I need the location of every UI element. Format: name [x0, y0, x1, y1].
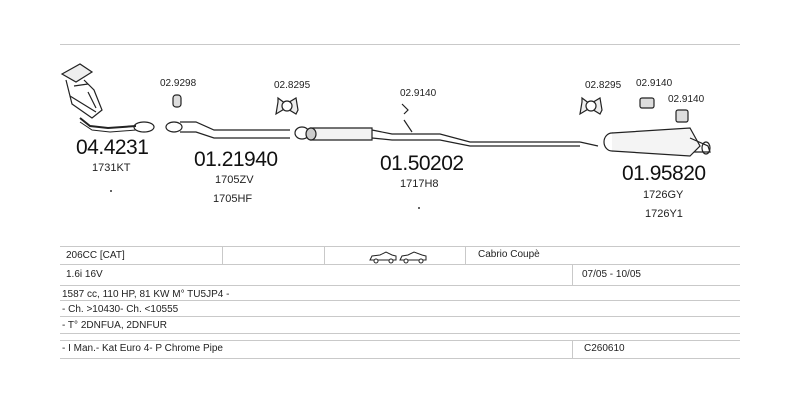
front-pipe	[165, 121, 290, 139]
part-number-catalyst[interactable]: 04.4231	[76, 136, 149, 159]
hanger-small	[401, 103, 409, 115]
years-cell: 07/05 - 10/05	[582, 269, 641, 280]
fitting-ref-3[interactable]: 02.9140	[400, 88, 437, 99]
fitting-ref-5[interactable]: 02.9140	[636, 78, 673, 89]
chassis-cell: - Ch. >10430- Ch. <10555	[62, 304, 179, 315]
exhaust-diagram: 02.9298 02.8295 02.9140 02.8295 02.9140 …	[60, 44, 740, 220]
rear-hanger-b	[675, 109, 689, 123]
type-codes-cell: - T° 2DNFUA, 2DNFUR	[62, 320, 167, 331]
marker-dot	[418, 207, 420, 209]
engine-cell: 1.6i 16V	[66, 269, 103, 280]
model-cell: 206CC [CAT]	[66, 250, 125, 261]
fitting-ref-2[interactable]: 02.8295	[274, 80, 311, 91]
part-number-middle-silencer[interactable]: 01.50202	[380, 152, 464, 175]
clamp-fitting	[172, 94, 182, 108]
hanger-rubber	[275, 96, 299, 116]
rear-hanger-a	[639, 97, 655, 109]
catalytic-converter	[60, 63, 155, 133]
car-silhouette-icon	[369, 251, 427, 264]
top-divider	[60, 44, 740, 45]
body-type-cell: Cabrio Coupè	[478, 249, 540, 260]
kit-code-cell[interactable]: C260610	[584, 343, 625, 354]
fitting-ref-4[interactable]: 02.8295	[585, 80, 622, 91]
table-divider	[60, 246, 740, 247]
part-code-front-pipe-1: 1705ZV	[215, 174, 254, 186]
note-cell: - I Man.- Kat Euro 4- P Chrome Pipe	[62, 343, 223, 354]
column-divider	[572, 264, 573, 286]
column-divider	[572, 340, 573, 358]
rear-hanger-round	[579, 96, 603, 116]
part-code-rear-silencer-2: 1726Y1	[645, 208, 683, 220]
exhaust-drawing	[60, 63, 711, 157]
column-divider	[465, 246, 466, 265]
middle-silencer	[294, 119, 580, 147]
column-divider	[324, 246, 325, 265]
part-code-catalyst: 1731KT	[92, 162, 131, 174]
spec-cell: 1587 cc, 110 HP, 81 KW M° TU5JP4 -	[62, 289, 230, 300]
marker-dot	[110, 190, 112, 192]
table-divider	[60, 358, 740, 359]
table-divider	[60, 300, 740, 301]
fitting-ref-6[interactable]: 02.9140	[668, 94, 705, 105]
part-code-front-pipe-2: 1705HF	[213, 193, 253, 205]
table-divider	[60, 340, 740, 341]
part-code-middle-silencer: 1717H8	[400, 178, 439, 190]
rear-silencer	[579, 127, 711, 157]
table-divider	[60, 285, 740, 286]
fitting-ref-1[interactable]: 02.9298	[160, 78, 197, 89]
column-divider	[222, 246, 223, 265]
part-code-rear-silencer-1: 1726GY	[643, 189, 684, 201]
part-number-rear-silencer[interactable]: 01.95820	[622, 162, 706, 185]
part-number-front-pipe[interactable]: 01.21940	[194, 148, 278, 171]
table-divider	[60, 316, 740, 317]
table-divider	[60, 264, 740, 265]
table-divider	[60, 333, 740, 334]
